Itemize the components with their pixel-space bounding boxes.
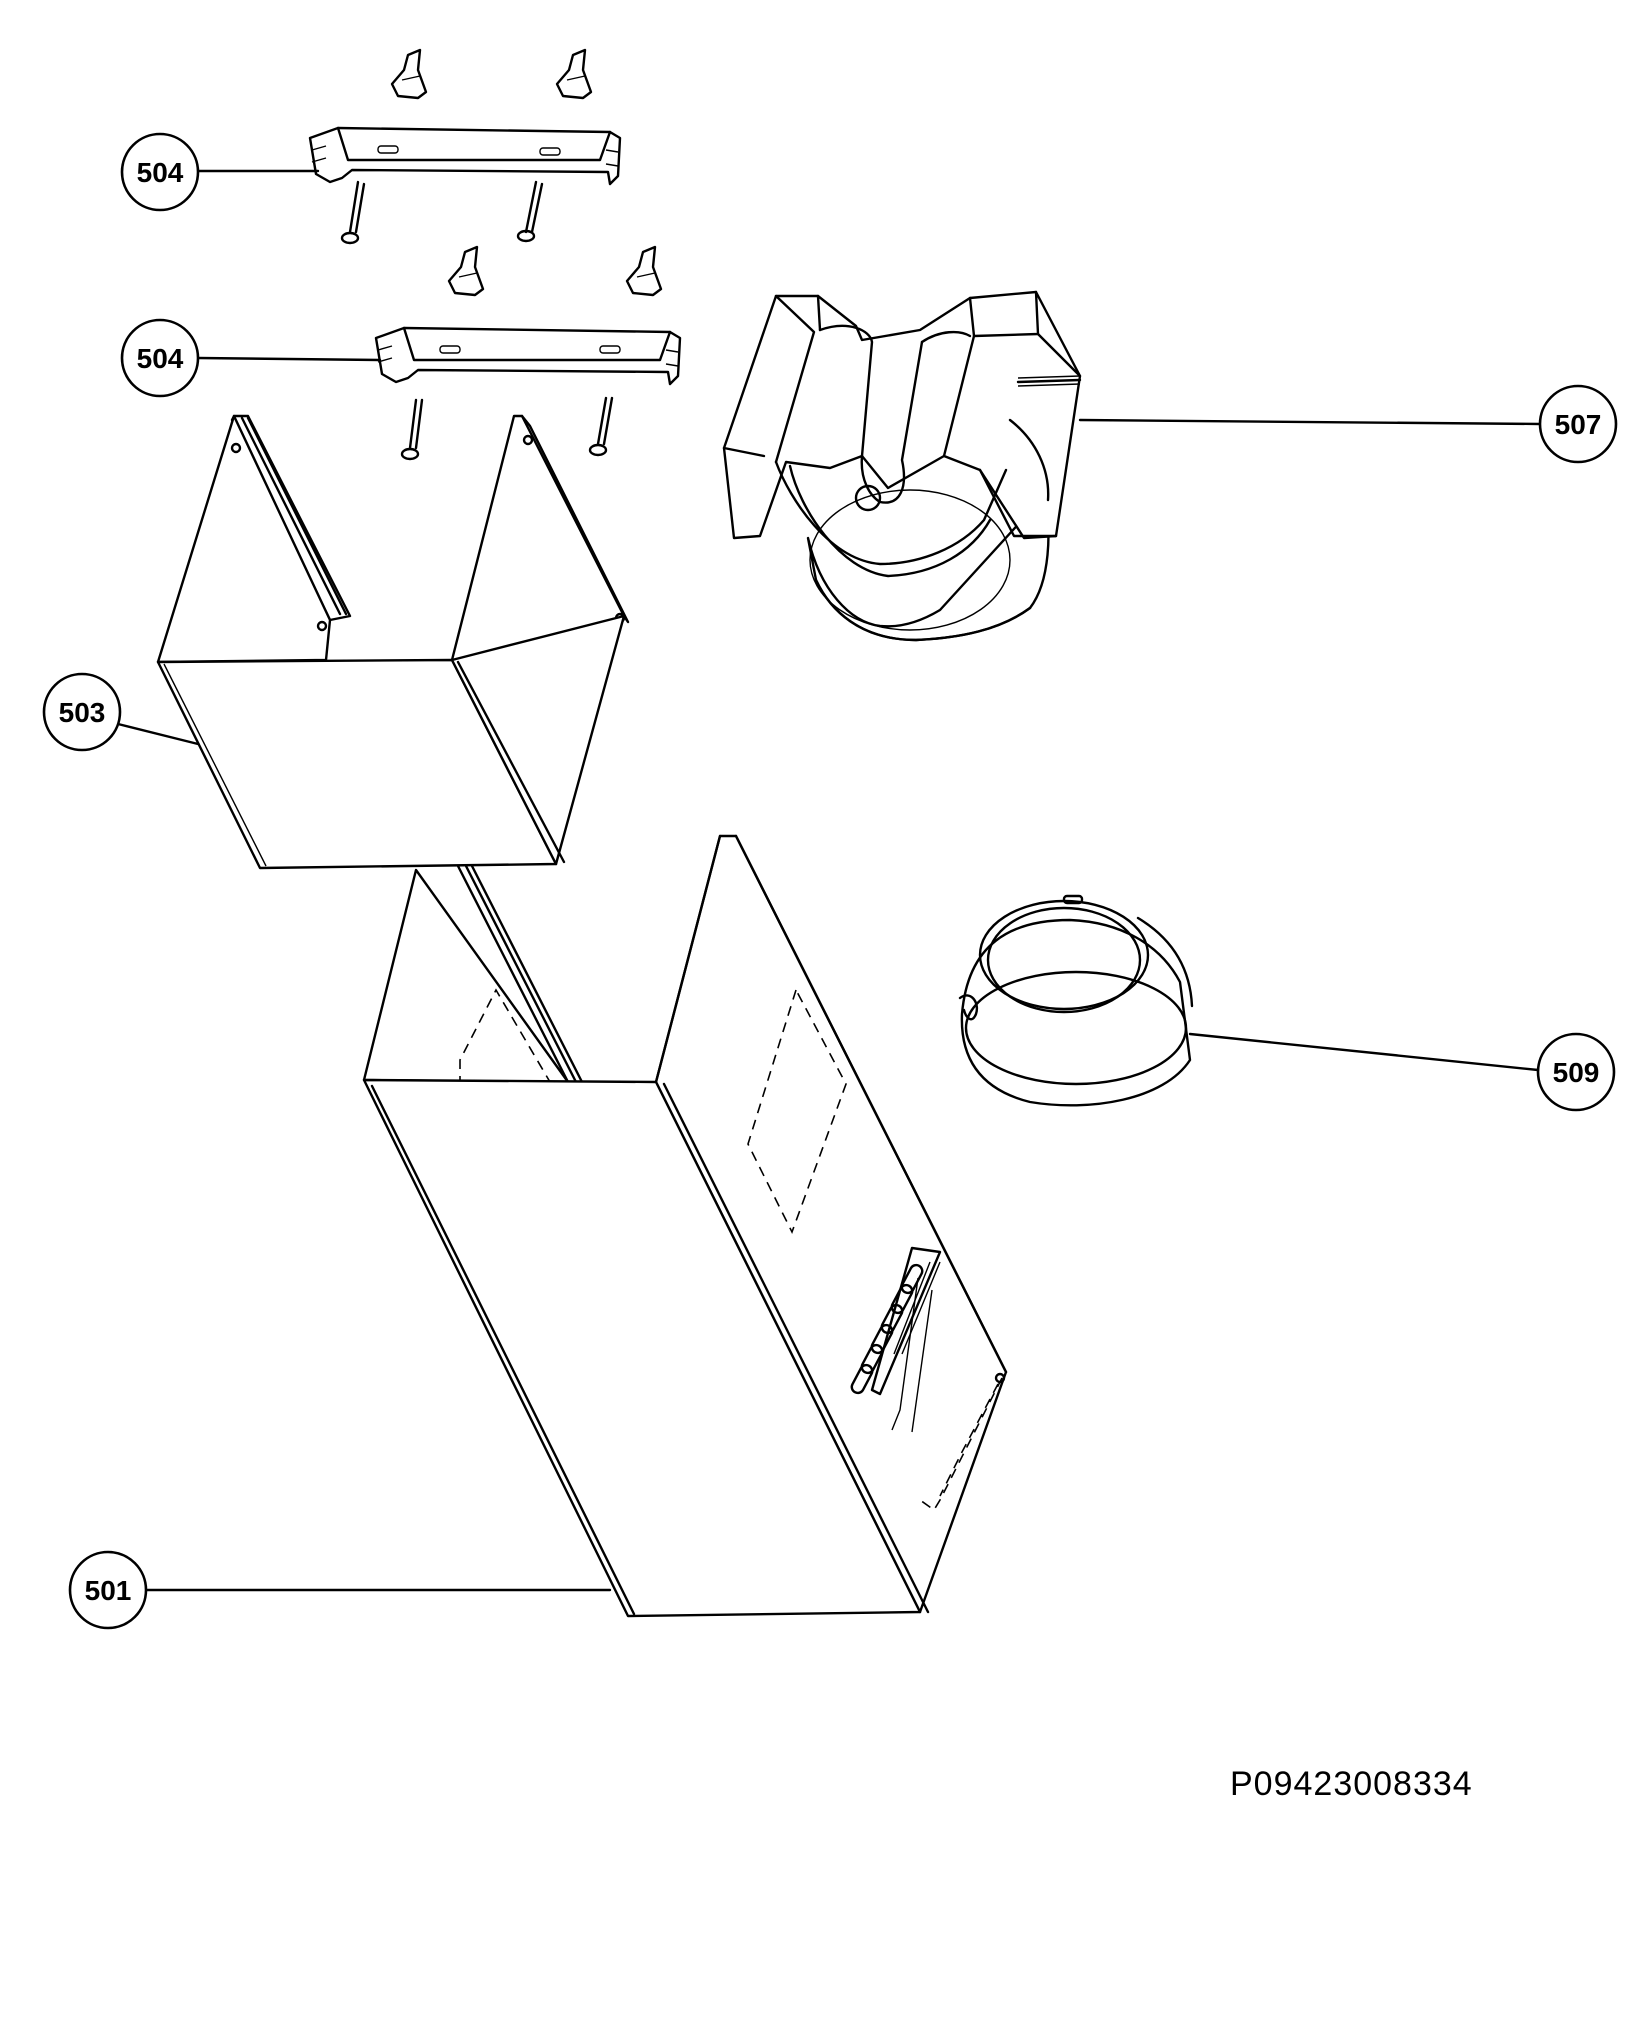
callout-label: 509 bbox=[1553, 1057, 1600, 1088]
lower-chimney bbox=[362, 834, 1008, 1618]
callout-503[interactable]: 503 bbox=[42, 672, 200, 752]
wall-plug-icon bbox=[390, 48, 593, 100]
wall-plug-icon bbox=[447, 245, 663, 297]
callout-501[interactable]: 501 bbox=[68, 1550, 612, 1630]
air-deflector bbox=[722, 290, 1082, 642]
callout-label: 501 bbox=[85, 1575, 132, 1606]
callout-504-lower[interactable]: 504 bbox=[120, 318, 382, 398]
wall-bracket-lower bbox=[374, 245, 682, 461]
duct-reducer bbox=[958, 894, 1194, 1107]
callout-509[interactable]: 509 bbox=[1188, 1032, 1616, 1112]
callout-label: 503 bbox=[59, 697, 106, 728]
callout-label: 507 bbox=[1555, 409, 1602, 440]
wall-bracket-upper bbox=[308, 48, 622, 245]
callout-label: 504 bbox=[137, 343, 184, 374]
callout-label: 504 bbox=[137, 157, 184, 188]
upper-chimney bbox=[156, 414, 630, 870]
screw-icon bbox=[400, 396, 614, 461]
drawing-number: P09423008334 bbox=[1230, 1765, 1473, 1803]
vent-slots-icon bbox=[850, 1246, 942, 1433]
screw-icon bbox=[340, 180, 544, 245]
callout-504-upper[interactable]: 504 bbox=[120, 132, 320, 212]
callout-507[interactable]: 507 bbox=[1078, 384, 1618, 464]
